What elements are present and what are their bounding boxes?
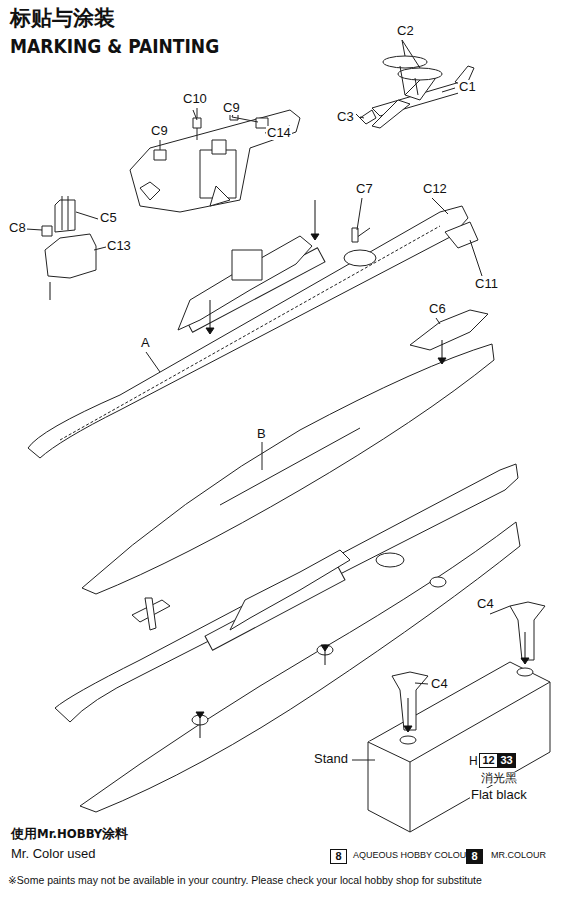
callout-number: C7 <box>355 182 374 196</box>
paint-name-zh: 消光黑 <box>480 772 518 785</box>
box-text: 8 <box>471 850 477 862</box>
lower-hull <box>82 344 494 594</box>
paint-code-box: 33 <box>497 753 516 768</box>
callout-number: C3 <box>336 110 355 124</box>
legend-text: MR.COLOUR <box>490 851 547 861</box>
legend-text: AQUEOUS HOBBY COLOUR <box>352 851 474 861</box>
legend-box: 8 <box>466 849 483 864</box>
leader-lines <box>26 40 510 760</box>
display-stand <box>368 602 550 832</box>
callout-number: C12 <box>422 182 448 196</box>
gun-mount-parts <box>42 196 96 278</box>
section-heading: MARKING & PAINTING <box>10 36 219 57</box>
paint-brand-zh: 使用Mr.HOBBY涂料 <box>10 827 129 841</box>
callout-number: C4 <box>476 597 495 611</box>
page-title: 标贴与涂装 <box>10 6 115 29</box>
catapult <box>410 310 488 350</box>
callout-number: C8 <box>8 221 27 235</box>
box-text: 8 <box>335 850 341 862</box>
callout-number: C6 <box>428 302 447 316</box>
callout-number: C14 <box>266 126 292 140</box>
box-text: 12 <box>482 754 494 766</box>
box-text: 33 <box>500 754 512 766</box>
paint-series: H <box>468 755 479 768</box>
callout-number: C1 <box>458 80 477 94</box>
legend-box: 8 <box>330 849 347 864</box>
callout-number: C11 <box>474 277 499 291</box>
assembly-arrows <box>50 200 529 738</box>
footnote: ※Some paints may not be available in you… <box>8 875 482 887</box>
callout-number: C2 <box>396 24 415 38</box>
callout-number: C4 <box>430 677 449 691</box>
callout-number: C9 <box>222 101 241 115</box>
callout-number: C9 <box>150 124 169 138</box>
paint-code-box: 12 <box>479 753 498 768</box>
conning-tower-parts <box>130 108 300 212</box>
callout-number: C13 <box>106 239 132 253</box>
part-letter: B <box>256 427 267 441</box>
callout-number: C5 <box>99 211 118 225</box>
stand-label: Stand <box>313 752 349 766</box>
callout-number: C10 <box>182 92 208 106</box>
part-letter: A <box>140 336 151 350</box>
paint-brand: Mr. Color used <box>10 847 97 861</box>
hull-seam <box>220 428 360 505</box>
floatplane <box>356 56 474 128</box>
paint-name: Flat black <box>470 788 528 802</box>
